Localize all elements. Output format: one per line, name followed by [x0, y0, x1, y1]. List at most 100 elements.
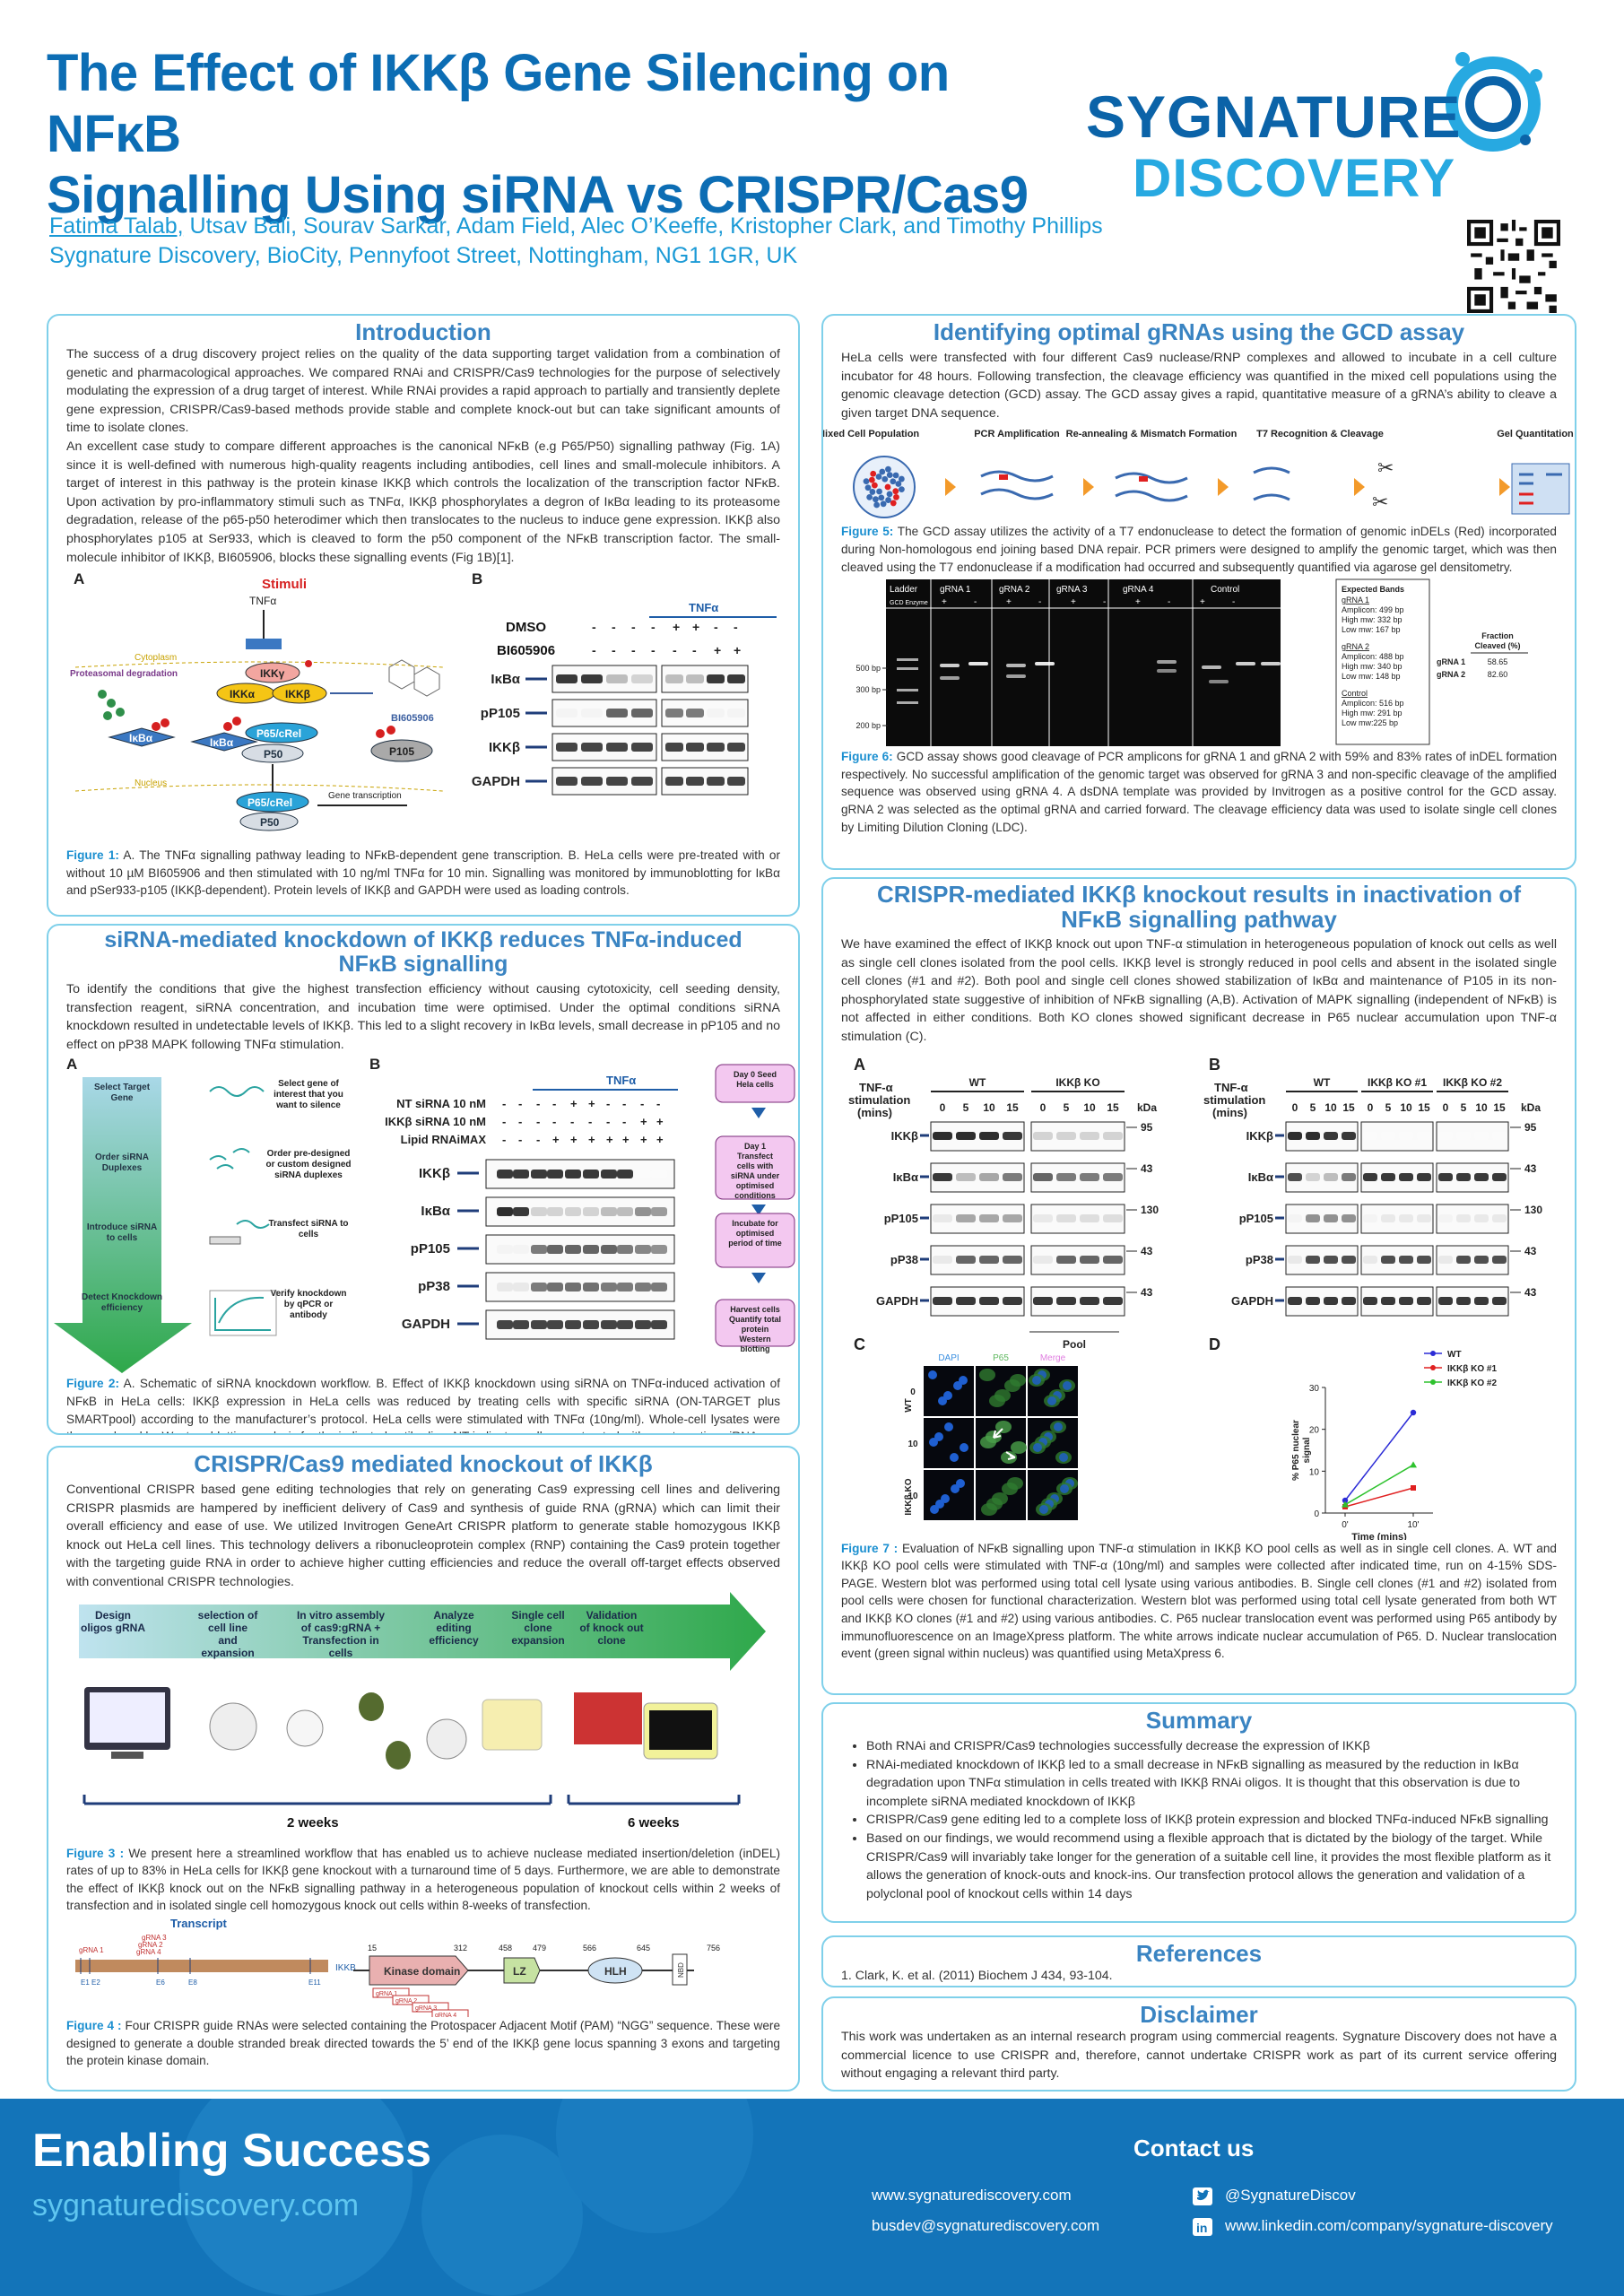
- reference-item: 1. Clark, K. et al. (2011) Biochem J 434…: [841, 1969, 1113, 1983]
- group-label: WT: [1314, 1076, 1331, 1089]
- blot-band: [556, 709, 578, 718]
- grna-label: gRNA 3: [415, 2005, 437, 2012]
- fraction-row-value: 82.60: [1488, 670, 1508, 679]
- logo-ring-icon: [1446, 52, 1542, 152]
- time-label: 15: [1107, 1101, 1119, 1114]
- workflow-desc: Select gene of: [278, 1079, 339, 1089]
- blot-band: [497, 1320, 513, 1330]
- kda-mark: 130: [1141, 1204, 1159, 1216]
- blot-band: [635, 1283, 651, 1292]
- time-label: 10: [1475, 1101, 1488, 1114]
- y-tick-label: 10: [1309, 1467, 1320, 1477]
- blot-band: [1399, 1213, 1413, 1222]
- blot-band: [531, 1245, 547, 1255]
- blot-band: [686, 709, 704, 718]
- blot-band: [1492, 1213, 1507, 1222]
- section-heading: Identifying optimal gRNAs using the GCD …: [933, 318, 1465, 345]
- blot-band: [1474, 1172, 1489, 1181]
- fraction-row-name: gRNA 1: [1437, 657, 1465, 666]
- blot-band: [547, 1207, 563, 1217]
- qr-code-icon[interactable]: [1467, 220, 1560, 313]
- blot-band: [1033, 1255, 1053, 1264]
- condition-sign: -: [622, 1115, 626, 1128]
- gel-lane-label: gRNA 1: [940, 585, 971, 595]
- gcd-sign: +: [1071, 597, 1076, 607]
- blot-band: [1417, 1255, 1431, 1264]
- section-heading: CRISPR-mediated IKKβ knockout results in…: [877, 881, 1521, 933]
- gcd-sign: -: [1168, 597, 1170, 607]
- blot-band: [1438, 1255, 1453, 1264]
- time-label: 0: [1368, 1101, 1374, 1114]
- timeline-step: Day 0 Seed: [734, 1070, 777, 1079]
- gcd-step-label: T7 Recognition & Cleavage: [1256, 429, 1384, 439]
- twitter-link[interactable]: @SygnatureDiscov: [1193, 2187, 1356, 2205]
- panel-summary: Summary Both RNAi and CRISPR/Cas9 techno…: [821, 1702, 1576, 1923]
- blot-band: [1456, 1255, 1471, 1264]
- figure-7-caption: Figure 7 : Evaluation of NFκB signalling…: [841, 1541, 1557, 1661]
- fraction-row-name: gRNA 2: [1437, 670, 1465, 679]
- time-label: 5: [1310, 1101, 1316, 1114]
- time-label: 15: [1493, 1101, 1506, 1114]
- x-tick-label: 10': [1407, 1520, 1419, 1530]
- fraction-header: Fraction: [1481, 631, 1514, 640]
- blot-band: [1324, 1172, 1338, 1181]
- svg-text:IKKγ: IKKγ: [260, 667, 285, 680]
- blot-band: [707, 709, 725, 718]
- workflow-desc: antibody: [290, 1310, 327, 1320]
- fig7d-label: D: [1209, 1335, 1220, 1353]
- blot-band: [635, 1320, 651, 1330]
- blot-band: [707, 674, 725, 684]
- condition-sign: -: [622, 1097, 626, 1110]
- blot-band: [1003, 1213, 1022, 1222]
- blot-band: [979, 1172, 999, 1181]
- website-contact-link[interactable]: www.sygnaturediscovery.com: [872, 2187, 1072, 2204]
- time-label: 0: [1292, 1101, 1298, 1114]
- blot-band: [1474, 1255, 1489, 1264]
- blot-band: [531, 1170, 547, 1179]
- condition-sign: +: [640, 1115, 647, 1128]
- blot-band: [531, 1283, 547, 1292]
- blot-band: [513, 1170, 529, 1179]
- blot-band: [635, 1170, 651, 1179]
- blot-band: [686, 674, 704, 684]
- workflow-desc: by qPCR or: [284, 1300, 334, 1309]
- blot-band: [556, 777, 578, 787]
- bp-marker: 500 bp: [855, 664, 881, 673]
- email-link[interactable]: busdev@sygnaturediscovery.com: [872, 2217, 1100, 2234]
- crispr-workflow-step: editing: [436, 1622, 471, 1634]
- blot-band: [1080, 1131, 1099, 1140]
- data-point: [1410, 1409, 1417, 1415]
- svg-text:P50: P50: [260, 816, 280, 829]
- title-line-1: The Effect of IKKβ Gene Silencing on NFκ…: [47, 44, 950, 163]
- blot-band: [665, 743, 683, 752]
- blot-band: [583, 1283, 599, 1292]
- section-heading: Introduction: [355, 318, 491, 345]
- blot-band: [1003, 1131, 1022, 1140]
- blot-band: [1474, 1213, 1489, 1222]
- svg-text:TNFα: TNFα: [689, 601, 718, 614]
- gel-lane-label: Ladder: [890, 585, 918, 595]
- scissors-icon: ✂: [1377, 457, 1394, 480]
- blot-band: [547, 1245, 563, 1255]
- condition-sign: -: [502, 1097, 506, 1110]
- crispr-workflow-step: selection of: [198, 1609, 259, 1622]
- website-link[interactable]: sygnaturediscovery.com: [32, 2188, 360, 2222]
- fig2a-label: A: [66, 1056, 78, 1074]
- blot-band: [565, 1283, 581, 1292]
- workflow-step: Detect Knockdown: [82, 1292, 162, 1302]
- first-author[interactable]: Fatima Talab,: [49, 213, 184, 239]
- band-label: IKKβ: [1246, 1129, 1273, 1143]
- crispr-workflow-step: of knock out: [579, 1622, 643, 1634]
- residue-position: 15: [368, 1944, 377, 1952]
- blot-band: [933, 1172, 952, 1181]
- crispr-workflow-step: clone: [524, 1622, 552, 1634]
- condition-sign: -: [536, 1133, 540, 1146]
- blot-band: [1399, 1172, 1413, 1181]
- bi-sign: +: [714, 643, 721, 657]
- bi-sign: +: [734, 643, 741, 657]
- blot-band: [1033, 1296, 1053, 1305]
- expected-bands-title: Expected Bands: [1342, 585, 1404, 594]
- condition-sign: -: [536, 1115, 540, 1128]
